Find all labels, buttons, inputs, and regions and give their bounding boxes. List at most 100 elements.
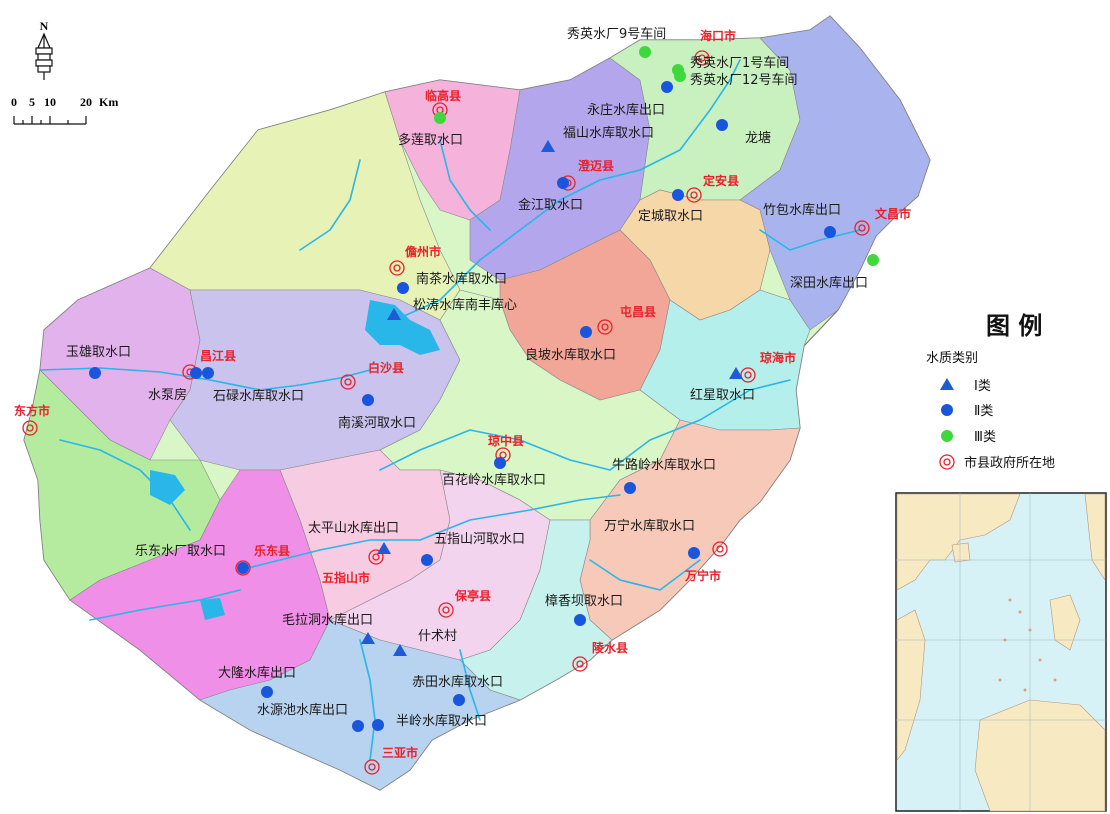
city-label-wuzhishan: 五指山市: [322, 570, 370, 585]
city-label-lingshui: 陵水县: [592, 640, 628, 655]
station-labels: 秀英水厂9号车间 秀英水厂1号车间 秀英水厂12号车间 永庄水库出口 福山水库取…: [66, 26, 868, 729]
city-label-changjiang: 昌江县: [200, 348, 236, 363]
city-label-wanning: 万宁市: [684, 568, 721, 583]
station-label-longtang: 龙塘: [745, 130, 771, 146]
city-label-haikou: 海口市: [700, 28, 736, 43]
station-marker-xiuying-12: [674, 70, 686, 82]
station-label-nanxihe: 南溪河取水口: [338, 415, 416, 431]
city-marker-haikou: [694, 50, 710, 66]
station-label-nancha: 南茶水库取水口: [416, 271, 507, 287]
station-marker-xiuying-9: [639, 46, 651, 58]
river-north-1: [299, 159, 361, 251]
station-marker-jinjiang: [557, 177, 569, 189]
scale-tick-20: 20: [80, 95, 92, 109]
city-marker-dingan: [686, 187, 702, 203]
station-label-taipingshan: 太平山水库出口: [308, 520, 399, 536]
city-marker-danzhou: [389, 260, 405, 276]
city-marker-tunchang: [597, 319, 613, 335]
city-marker-dongfang: [22, 420, 38, 436]
station-label-wanning-res: 万宁水库取水口: [604, 518, 695, 534]
station-marker-wanning-res: [688, 547, 700, 559]
station-label-songtao: 松涛水库南丰库心: [413, 297, 517, 313]
station-label-xiuying-9: 秀英水厂9号车间: [567, 26, 666, 42]
station-label-shentian: 深田水库出口: [790, 275, 868, 291]
north-label: N: [40, 19, 49, 33]
river-nandu: [394, 59, 741, 321]
station-label-baihualing: 百花岭水库取水口: [442, 472, 546, 488]
legend-label-class2: Ⅱ类: [974, 404, 993, 419]
station-label-wuzhishanhe: 五指山河取水口: [434, 532, 525, 547]
station-marker-songtao: [387, 308, 401, 320]
legend: 图 例 水质类别 Ⅰ类 Ⅱ类 Ⅲ类 市县政府所在地: [926, 312, 1055, 471]
station-label-niululing: 牛路岭水库取水口: [612, 457, 716, 473]
station-label-jinjiang: 金江取水口: [518, 197, 583, 213]
river-south-1: [239, 494, 621, 571]
station-marker-nanxihe: [362, 394, 374, 406]
river-north-2: [439, 139, 491, 231]
legend-label-class3: Ⅲ类: [974, 430, 996, 445]
city-marker-baoting: [438, 602, 454, 618]
station-label-zhubao: 竹包水库出口: [763, 202, 841, 218]
station-label-yuxiong: 玉雄取水口: [66, 345, 131, 360]
station-marker-shuibengfang: [190, 367, 202, 379]
river-east-1: [759, 229, 861, 251]
city-label-danzhou: 儋州市: [405, 244, 441, 259]
station-marker-niululing: [624, 482, 636, 494]
station-marker-hongxing: [729, 367, 743, 379]
station-marker-ledong-water: [237, 562, 249, 574]
reservoir-southwest: [200, 598, 225, 620]
scale-unit: Km: [99, 95, 118, 109]
station-label-zhangxiangba: 樟香坝取水口: [545, 594, 623, 609]
city-label-sanya: 三亚市: [382, 745, 418, 760]
region-sanya: [199, 619, 521, 790]
city-label-tunchang: 屯昌县: [620, 304, 656, 319]
city-label-baoting: 保亭县: [454, 588, 491, 603]
inset-map: [895, 492, 1107, 812]
legend-city-icon: [939, 454, 955, 470]
compass: N: [35, 19, 53, 80]
city-markers: [22, 50, 870, 775]
station-marker-liangpo: [580, 326, 592, 338]
river-west-1: [59, 439, 191, 531]
station-marker-baihualing: [494, 457, 506, 469]
legend-triangle-icon: [940, 378, 954, 390]
station-label-xiuying-12: 秀英水厂12号车间: [690, 72, 798, 88]
station-markers: [89, 46, 879, 732]
river-s-2: [459, 649, 481, 721]
city-marker-sanya: [364, 759, 380, 775]
station-marker-wuzhishanhe: [421, 554, 433, 566]
station-label-chitian: 赤田水库取水口: [412, 674, 503, 690]
legend-green-circle-icon: [941, 430, 953, 442]
station-label-shuibengfang: 水泵房: [148, 387, 187, 403]
station-label-shishucun: 什术村: [418, 629, 457, 644]
rivers: [39, 59, 861, 761]
city-marker-wanning: [712, 541, 728, 557]
legend-label-class1: Ⅰ类: [974, 379, 991, 394]
station-marker-dalong: [261, 686, 273, 698]
station-label-hongxing: 红星取水口: [690, 387, 755, 403]
scale-bar: 0 5 10 20 Km: [11, 95, 118, 125]
station-marker-shishucun: [393, 644, 407, 656]
station-marker-shentian: [867, 254, 879, 266]
city-label-chengmai: 澄迈县: [578, 158, 614, 173]
city-label-dingan: 定安县: [703, 173, 739, 188]
station-marker-longtang: [716, 119, 728, 131]
region-lingshui: [459, 519, 613, 701]
station-label-shilu: 石碌水库取水口: [213, 388, 304, 404]
city-label-wenchang: 文昌市: [875, 206, 911, 221]
city-label-baisha: 白沙县: [368, 360, 404, 375]
station-marker-banling: [372, 719, 384, 731]
station-marker-yongzhuang: [661, 81, 673, 93]
station-label-yongzhuang: 永庄水库出口: [587, 102, 665, 118]
city-label-ledong: 乐东县: [254, 543, 290, 558]
station-label-liangpo: 良坡水库取水口: [525, 347, 616, 363]
station-marker-chitian: [453, 694, 465, 706]
city-label-qionghai: 琼海市: [760, 350, 796, 365]
legend-title: 图 例: [986, 312, 1042, 340]
scale-tick-10: 10: [44, 95, 56, 109]
city-marker-wuzhishan: [368, 549, 384, 565]
inset-land: [896, 493, 1106, 812]
river-se-1: [589, 559, 701, 591]
station-marker-fushan: [541, 140, 555, 152]
north-arrow-icon: [35, 32, 53, 80]
